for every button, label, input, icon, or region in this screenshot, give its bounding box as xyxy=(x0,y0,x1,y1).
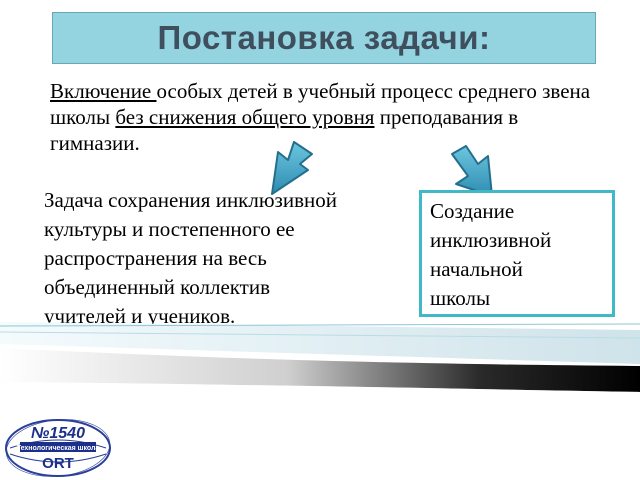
left-text-block: Задача сохранения инклюзивной культуры и… xyxy=(44,186,404,331)
left-line: объединенный коллектив xyxy=(44,275,271,299)
left-line: Задача сохранения инклюзивной xyxy=(44,188,337,212)
right-line: инклюзивной xyxy=(430,228,552,252)
left-line: культуры и постепенного ее xyxy=(44,217,295,241)
page-title: Постановка задачи: xyxy=(157,19,491,56)
intro-underlined-2: без снижения общего уровня xyxy=(115,105,375,129)
right-line: Создание xyxy=(430,199,515,223)
intro-text-1: особых детей в учебный процесс среднего … xyxy=(50,79,591,129)
logo-subtitle: Технологическая школа xyxy=(17,445,100,452)
right-line: школы xyxy=(430,286,491,310)
left-line: распространения на весь xyxy=(44,246,267,270)
logo-brand: ORT xyxy=(42,455,74,472)
decorative-swoosh xyxy=(0,322,640,400)
school-logo: №1540 Технологическая школа ORT xyxy=(5,419,111,477)
intro-paragraph: Включение особых детей в учебный процесс… xyxy=(50,78,610,156)
right-text-box: Создание инклюзивной начальной школы xyxy=(419,190,615,317)
intro-underlined-1: Включение xyxy=(50,79,157,103)
arrow-down-right-icon xyxy=(451,145,493,197)
intro-text-2: преподавания в гимназии. xyxy=(50,105,519,155)
title-banner: Постановка задачи: xyxy=(52,12,596,64)
right-line: начальной xyxy=(430,257,523,281)
logo-number: №1540 xyxy=(31,425,85,442)
arrow-down-left-icon xyxy=(271,141,313,195)
